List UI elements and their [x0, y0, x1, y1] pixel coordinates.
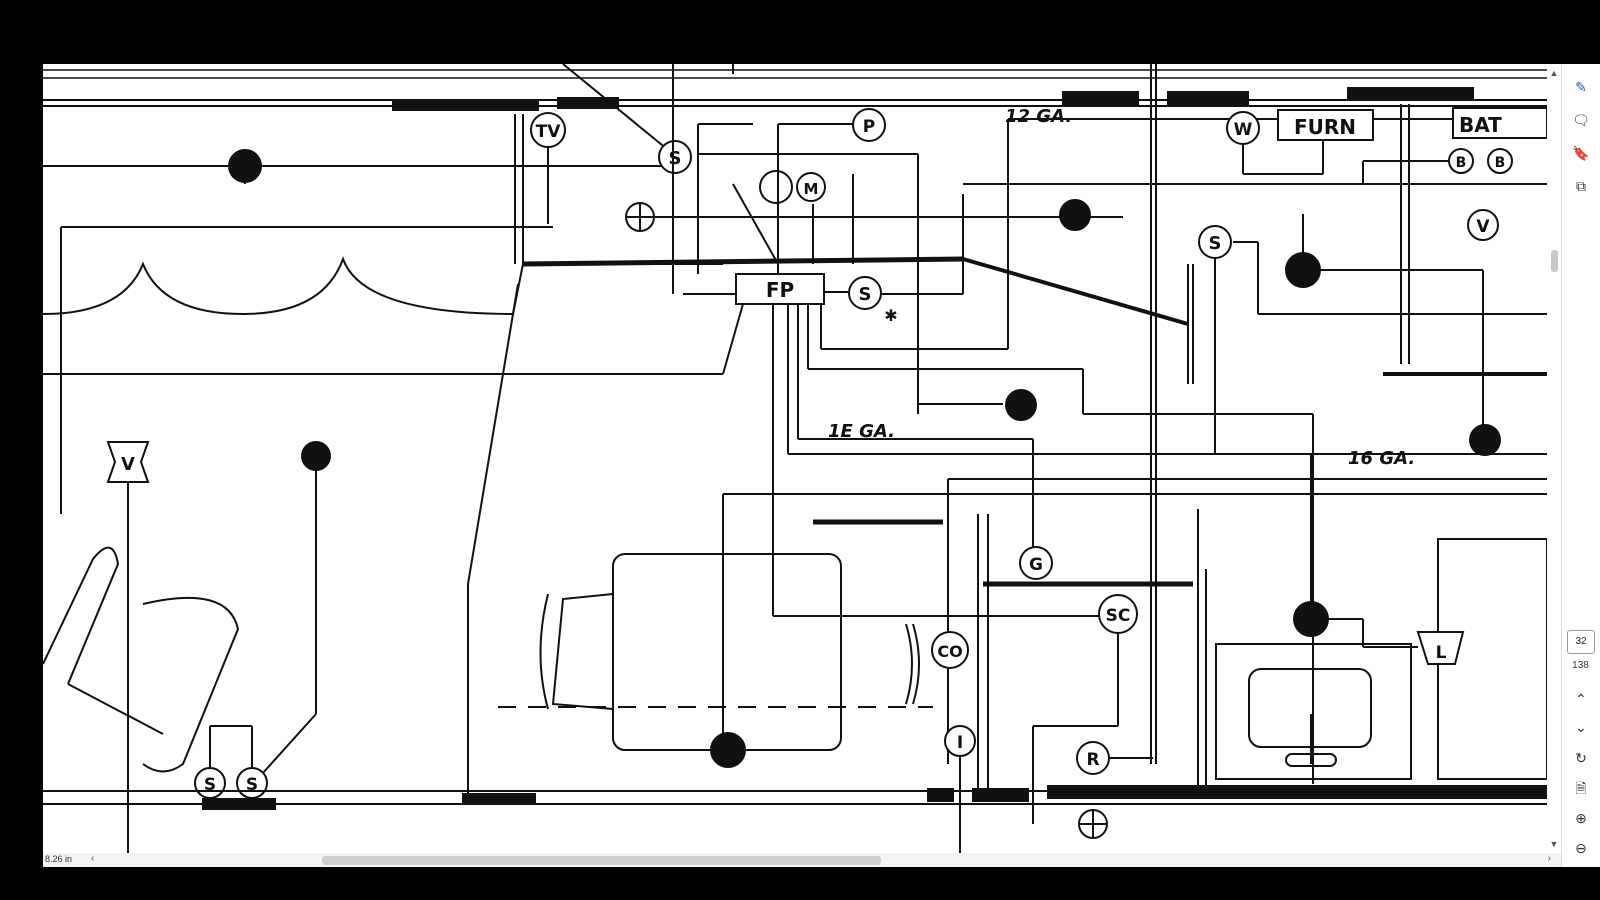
bat-label: BAT [1459, 113, 1502, 137]
m-label: M [804, 180, 819, 198]
gauge-label-16b: 16 GA. [1348, 448, 1415, 469]
co-label: CO [937, 642, 962, 661]
wiring-diagram: TV S P M [43, 64, 1547, 853]
sc-label: SC [1106, 606, 1131, 626]
b-label-2: B [1495, 155, 1506, 171]
scroll-right-arrow[interactable]: › [1547, 853, 1551, 864]
l-label: L [1436, 643, 1447, 663]
document-icon[interactable]: 🗎 [1575, 780, 1587, 796]
scroll-down-arrow[interactable]: ▼ [1549, 839, 1559, 849]
gauge-label-12: 12 GA. [1005, 106, 1072, 127]
bookmark-icon[interactable]: 🔖 [1572, 145, 1590, 161]
zoom-in-icon[interactable]: ⊕ [1575, 810, 1587, 826]
comment-icon[interactable]: 🗨 [1572, 112, 1590, 128]
s-label-3: S [1209, 233, 1222, 254]
star-mark: ✱ [884, 306, 897, 325]
rotate-icon[interactable]: ↻ [1575, 750, 1587, 766]
document-page: TV S P M [43, 64, 1547, 853]
b-label-1: B [1456, 155, 1467, 171]
page-number-input[interactable]: 32 [1567, 630, 1595, 654]
v-label-2: V [1476, 217, 1490, 237]
page-size-label: 8.26 in [45, 854, 73, 864]
annotate-icon[interactable]: ✎ [1575, 79, 1587, 95]
s-label-1: S [669, 148, 682, 169]
prev-page-icon[interactable]: ⌃ [1575, 691, 1587, 707]
scroll-up-arrow[interactable]: ▲ [1549, 68, 1559, 78]
gauge-label-16a: 1E GA. [828, 421, 895, 442]
horizontal-scrollbar[interactable]: 8.26 in ‹ › [43, 853, 1561, 867]
zoom-out-icon[interactable]: ⊖ [1575, 840, 1587, 856]
g-label: G [1029, 555, 1043, 575]
horizontal-scroll-thumb[interactable] [322, 856, 881, 865]
right-toolbar: ✎ 🗨 🔖 ⧉ 32 138 ⌃ ⌄ ↻ 🗎 ⊕ ⊖ [1561, 64, 1600, 867]
furn-label: FURN [1294, 115, 1356, 139]
next-page-icon[interactable]: ⌄ [1575, 719, 1587, 735]
fp-label: FP [766, 278, 794, 302]
tv-label: TV [536, 122, 562, 142]
s-label-2: S [859, 284, 872, 305]
page-total: 138 [1572, 660, 1589, 671]
v-label-1: V [121, 454, 135, 475]
p-label: P [863, 117, 875, 137]
vertical-scroll-thumb[interactable] [1551, 250, 1558, 272]
r-label: R [1086, 750, 1099, 770]
i-label: I [957, 733, 963, 753]
scroll-left-arrow[interactable]: ‹ [91, 853, 95, 864]
pages-icon[interactable]: ⧉ [1576, 178, 1586, 194]
vertical-scrollbar[interactable]: ▲ ▼ [1547, 64, 1561, 853]
w-label: W [1234, 120, 1253, 140]
